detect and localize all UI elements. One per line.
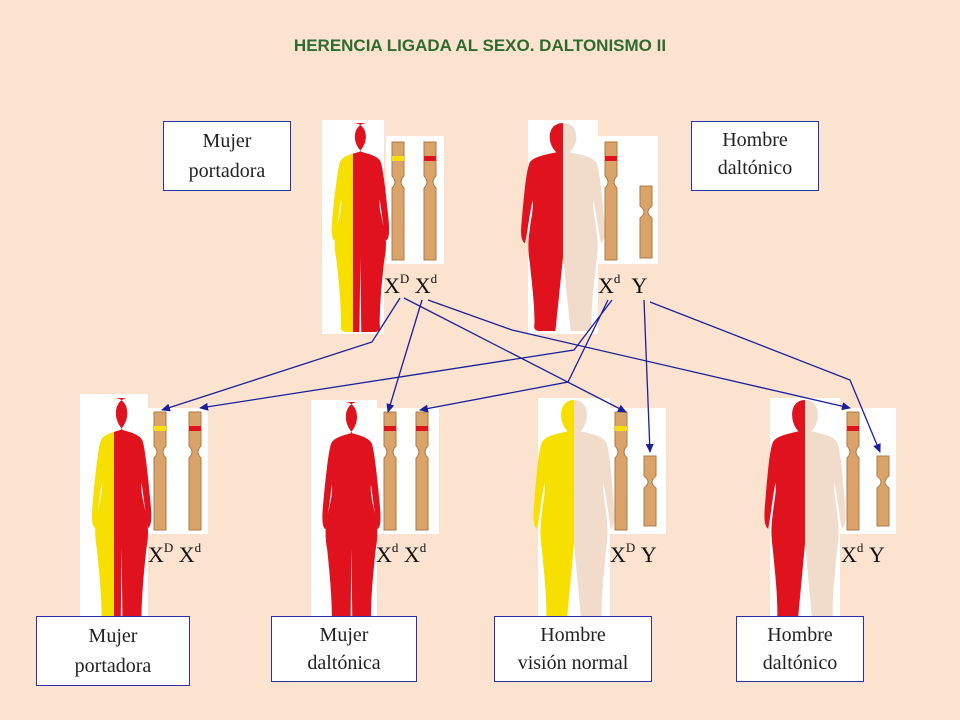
child3-figure — [533, 400, 615, 623]
child2-x-chromosome-2 — [415, 411, 429, 531]
child2-x-chromosome-1 — [383, 411, 397, 531]
child4-genotype: Xd Y — [841, 540, 885, 567]
child3-y-chromosome — [643, 455, 657, 527]
mother-x-chromosome-1 — [391, 141, 405, 261]
arrow-mother-xd-to-child2 — [386, 299, 423, 413]
mother-x-chromosome-2 — [423, 141, 437, 261]
father-genotype: Xd Y — [598, 271, 648, 298]
child3-genotype: XD Y — [610, 540, 657, 567]
arrow-mother-xD-to-child3 — [403, 297, 627, 413]
child4-x-chromosome — [846, 411, 860, 531]
arrow-father-y-to-child3 — [643, 299, 654, 453]
allele: X — [414, 273, 431, 298]
arrow-father-y-to-child4 — [649, 301, 881, 453]
page-title: HERENCIA LIGADA AL SEXO. DALTONISMO II — [293, 36, 667, 55]
child4-y-chromosome — [876, 455, 890, 527]
child1-x-chromosome-2 — [188, 411, 202, 531]
child2-genotype: Xd Xd — [376, 540, 427, 567]
child3-x-chromosome — [614, 411, 628, 531]
child4-figure — [764, 400, 846, 623]
allele: Y — [631, 273, 648, 298]
arrow-mother-xD-to-child1 — [161, 297, 401, 412]
arrow-father-xd-to-child2 — [419, 299, 609, 413]
child2-figure — [322, 402, 381, 628]
mother-genotype: XD Xd — [384, 271, 438, 298]
father-x-chromosome — [604, 141, 618, 261]
father-y-chromosome — [639, 185, 653, 259]
arrow-mother-xd-to-child4 — [427, 299, 851, 411]
allele: X — [384, 273, 400, 298]
father-figure — [521, 123, 605, 332]
child1-genotype: XD Xd — [148, 540, 202, 567]
child1-x-chromosome-1 — [153, 411, 167, 531]
mother-figure — [331, 123, 390, 332]
child1-figure — [91, 398, 152, 629]
allele: X — [598, 273, 614, 298]
